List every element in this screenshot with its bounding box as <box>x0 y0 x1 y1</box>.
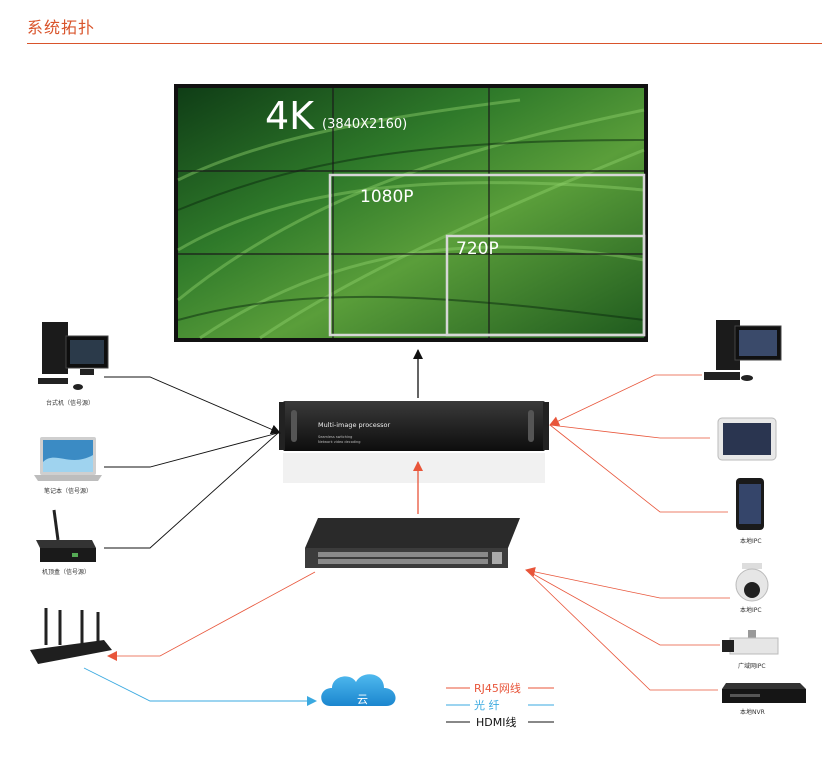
desktop-right <box>704 320 782 381</box>
tablet-rj45-line <box>549 424 710 439</box>
laptop-source <box>34 437 102 481</box>
wall-4k-resolution: (3840X2160) <box>322 117 407 132</box>
processor-name: Multi-image processor <box>318 421 391 429</box>
tablet-device <box>717 417 777 461</box>
desktop-hdmi-line <box>104 376 281 435</box>
switch-to-router-line <box>107 571 316 661</box>
settop-box-source-label: 机顶盒（信号源） <box>42 568 90 576</box>
settop-hdmi-line <box>104 432 279 549</box>
title-divider <box>27 43 822 44</box>
laptop-hdmi-line <box>104 432 279 468</box>
box-camera <box>722 630 779 655</box>
processor-feature-1: Seamless switching <box>318 435 352 439</box>
processor-feature-2: Network video decoding <box>318 440 360 444</box>
nvr-rj45-line <box>525 569 718 691</box>
cloud-label: 云 <box>357 693 368 706</box>
wall-4k-label: 4K <box>265 94 315 138</box>
legend-rj45-label: RJ45网线 <box>474 681 521 695</box>
network-switch <box>305 518 520 568</box>
dome-camera-rj45-line <box>525 566 730 599</box>
legend-hdmi-label: HDMI线 <box>476 715 516 729</box>
phone-device-label: 本地IPC <box>740 537 762 545</box>
desktop-right-rj45-line <box>549 374 702 426</box>
desktop-source <box>38 322 109 390</box>
multi-image-processor: Multi-image processor Seamless switching… <box>279 401 549 483</box>
nvr-device-label: 本地NVR <box>740 708 765 716</box>
video-wall: 4K (3840X2160) 1080P 720P <box>174 84 648 342</box>
dome-camera-label: 本地IPC <box>740 606 762 614</box>
wall-720p-label: 720P <box>456 239 499 259</box>
dome-camera <box>735 563 769 602</box>
page-title: 系统拓扑 <box>27 18 96 37</box>
box-camera-rj45-line <box>525 569 720 646</box>
phone-rj45-line <box>549 424 728 513</box>
desktop-source-label: 台式机（信号源） <box>46 399 94 407</box>
cloud-icon <box>321 674 396 706</box>
legend: RJ45网线 光 纤 HDMI线 <box>446 681 554 729</box>
settop-box-source <box>36 509 96 562</box>
nvr-device <box>722 683 806 703</box>
legend-fiber-label: 光 纤 <box>474 698 500 712</box>
laptop-source-label: 笔记本（信号源） <box>44 487 92 495</box>
router <box>30 608 112 664</box>
wall-1080p-label: 1080P <box>360 187 414 207</box>
phone-device <box>736 478 764 530</box>
box-camera-label: 广域网IPC <box>738 662 766 670</box>
router-to-cloud-fiber-line <box>83 667 317 706</box>
